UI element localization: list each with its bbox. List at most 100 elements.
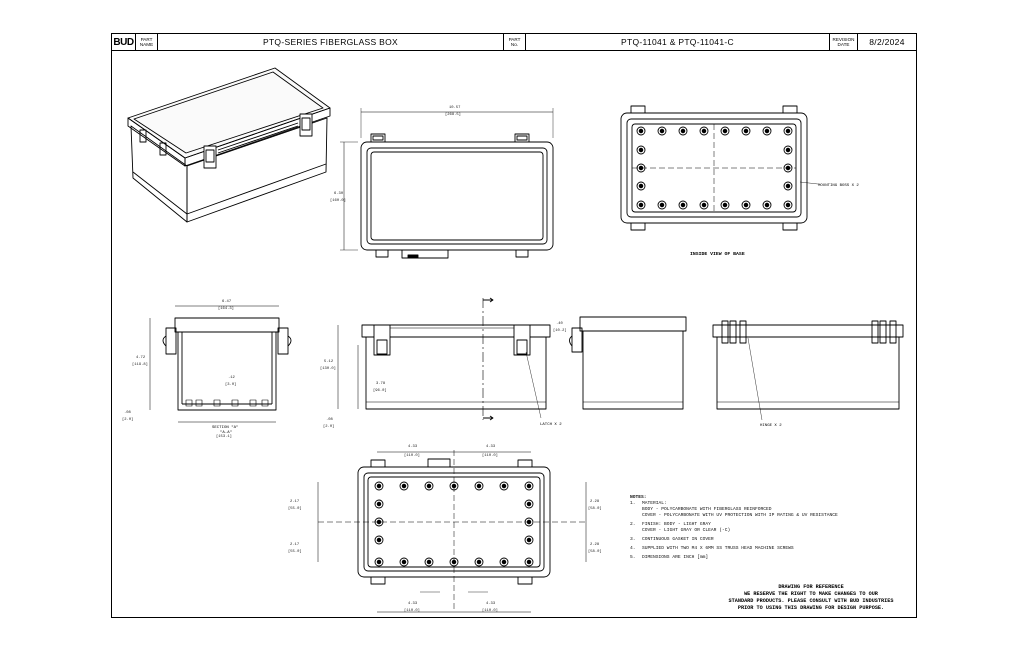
mounting-hole [783,145,793,155]
mounting-hole [636,126,646,136]
mounting-hole-center [638,183,644,189]
top-height-dim: 6.30 [334,192,344,196]
mounting-hole-center [701,202,707,208]
mounting-hole [783,181,793,191]
base-holes [374,481,534,567]
mounting-hole [374,481,384,491]
mounting-hole-center [476,483,482,489]
notes-list: 1.MATERIAL:BODY - POLYCARBONATE WITH FIB… [630,501,910,564]
mounting-hole [524,499,534,509]
inside-view-base [620,105,819,231]
base-right-lower-dim: 2.28 [590,543,600,547]
bud-logo: BUD [112,34,136,50]
mounting-hole-center [451,559,457,565]
reference-disclaimer: DRAWING FOR REFERENCE WE RESERVE THE RIG… [716,584,906,612]
notes-block: NOTES: 1.MATERIAL:BODY - POLYCARBONATE W… [630,495,910,564]
mounting-hole [720,200,730,210]
svg-text:[110.0]: [110.0] [482,453,498,458]
svg-text:[10.2]: [10.2] [553,328,567,333]
front-height-dim: 5.12 [324,360,334,364]
note-item: 5.DIMENSIONS ARE INCH [mm] [630,555,910,561]
mounting-hole-center [426,483,432,489]
mounting-hole-center [764,202,770,208]
mounting-hole-center [401,559,407,565]
mounting-hole-center [638,128,644,134]
base-top-left-dim: 4.33 [408,445,418,449]
part-no-value: PTQ-11041 & PTQ-11041-C [526,34,830,50]
svg-text:[55.0]: [55.0] [288,506,302,511]
mounting-hole [524,481,534,491]
note-number: 1. [630,501,636,506]
mounting-hole-center [680,202,686,208]
mounting-holes [636,126,793,210]
front-small-dim: .40 [556,322,564,326]
mounting-hole-center [526,537,532,543]
foot-dim: .08 [124,411,132,415]
mounting-hole [636,163,646,173]
mounting-hole-center [638,202,644,208]
mounting-hole-center [426,559,432,565]
mounting-hole-center [659,202,665,208]
mounting-hole [374,499,384,509]
mounting-hole [424,481,434,491]
svg-text:[58.0]: [58.0] [588,506,602,511]
mounting-hole [741,126,751,136]
mounting-hole [657,200,667,210]
note-item: 3.CONTINUOUS GASKET IN COVER [630,537,910,543]
mounting-hole [678,200,688,210]
svg-text:[2.0]: [2.0] [122,417,133,422]
note-text: DIMENSIONS ARE INCH [mm] [642,555,709,560]
mounting-hole-center [659,128,665,134]
note-number: 3. [630,537,636,542]
base-bottom-right-dim: 4.33 [486,602,496,606]
base-top-right-dim: 4.33 [486,445,496,449]
mounting-hole-center [701,128,707,134]
isometric-view [127,67,331,223]
reference-line: WE RESERVE THE RIGHT TO MAKE CHANGES TO … [744,591,878,597]
svg-text:[96.0]: [96.0] [373,388,387,393]
mounting-hole [449,481,459,491]
mounting-hole-center [526,519,532,525]
mounting-hole [524,535,534,545]
top-width-dim: 10.57 [449,106,460,110]
svg-text:[3.0]: [3.0] [225,382,236,387]
reference-title: DRAWING FOR REFERENCE [778,584,844,590]
mounting-hole-center [638,147,644,153]
mounting-hole-center [476,559,482,565]
mounting-hole [524,557,534,567]
note-number: 4. [630,546,636,551]
reference-line: PRIOR TO USING THIS DRAWING FOR DESIGN P… [737,605,885,611]
mounting-hole [424,557,434,567]
note-item: 1.MATERIAL: [630,501,910,507]
mounting-hole [474,557,484,567]
mounting-hole [399,481,409,491]
inner-height-dim: 3.78 [376,382,386,386]
mounting-hole-center [501,559,507,565]
mounting-hole-center [743,128,749,134]
mounting-hole [720,126,730,136]
part-name-value: PTQ-SERIES FIBERGLASS BOX [158,34,504,50]
svg-text:[110.0]: [110.0] [404,608,420,613]
note-item: 4.SUPPLIED WITH TWO M4 X 6MM SS TRUSS HE… [630,546,910,552]
mounting-hole-center [638,165,644,171]
mounting-hole-center [722,128,728,134]
front-view [337,297,551,421]
mounting-hole [374,535,384,545]
mounting-hole [499,557,509,567]
end-view [569,316,687,410]
drawing-sheet: BUD PART NAME PTQ-SERIES FIBERGLASS BOX … [111,33,917,618]
svg-text:[130.0]: [130.0] [320,366,336,371]
mounting-hole-center [785,147,791,153]
mounting-hole-center [764,128,770,134]
wall-dim: .12 [228,376,236,380]
mounting-hole [449,557,459,567]
mounting-boss-callout: MOUNTING BOSS X 2 [818,184,859,188]
mounting-hole-center [501,483,507,489]
svg-text:[110.0]: [110.0] [482,608,498,613]
top-view [340,108,554,259]
mounting-hole-center [526,559,532,565]
section-width-dim: [153.1] [216,434,232,439]
mounting-hole-center [376,501,382,507]
revision-date-label: REVISION DATE [830,34,858,50]
